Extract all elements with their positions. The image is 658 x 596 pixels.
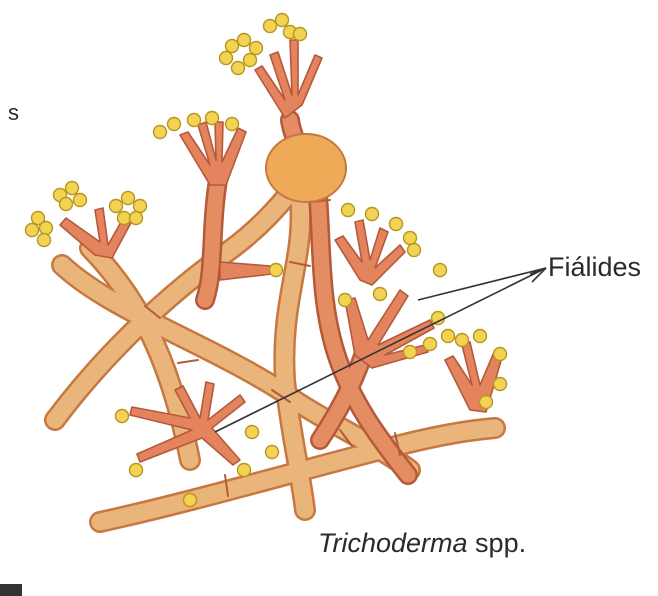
fialides-label: Fiálides	[548, 252, 641, 283]
caption-suffix: spp.	[468, 528, 527, 558]
vesicle	[266, 134, 346, 202]
figure-caption: Trichoderma spp.	[318, 528, 526, 559]
page-edge-letter: s	[8, 100, 19, 126]
caption-genus: Trichoderma	[318, 528, 468, 558]
corner-mark	[0, 584, 22, 596]
